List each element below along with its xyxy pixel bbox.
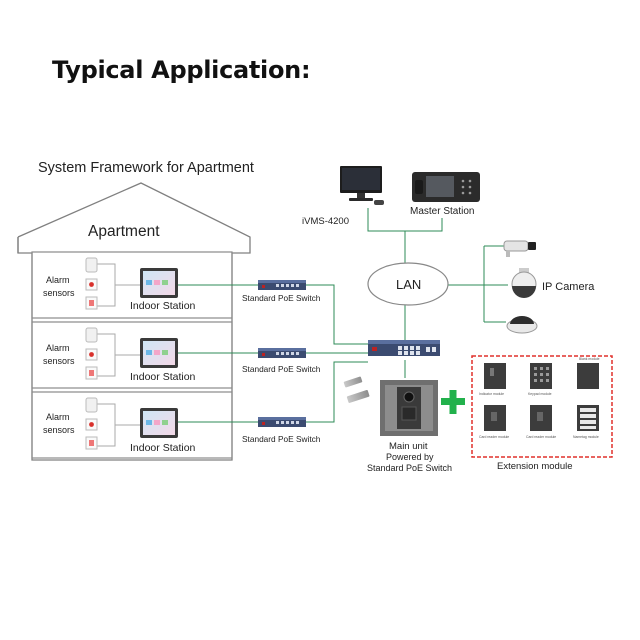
poe-switch-icon — [258, 348, 306, 358]
main-unit-line-1: Main unit — [389, 441, 428, 452]
alarm-label-1: Alarm — [46, 343, 70, 353]
lan-cloud — [367, 262, 449, 306]
indoor-station-label: Indoor Station — [130, 442, 196, 454]
lan-label: LAN — [396, 277, 421, 292]
module-caption: Keypad module — [528, 392, 552, 396]
dome-camera-icon — [506, 316, 538, 334]
card-reader-module-icon: Card reader module — [479, 405, 509, 439]
poe-switch-label: Standard PoE Switch — [242, 434, 321, 444]
indoor-station-label: Indoor Station — [130, 300, 196, 312]
apartment-label: Apartment — [88, 223, 160, 240]
main-unit-icon — [380, 380, 438, 436]
poe-switch-icon — [258, 280, 306, 290]
poe-switch-label: Standard PoE Switch — [242, 293, 321, 303]
floor-box-2 — [31, 321, 233, 389]
poe-switch-icon — [258, 417, 306, 427]
floor-box-3 — [31, 391, 233, 459]
framework-title: System Framework for Apartment — [38, 160, 254, 176]
link-switch-3 — [306, 361, 368, 423]
pir-sensor-icon — [85, 327, 98, 343]
bullet-camera-icon — [503, 240, 536, 257]
alarm-label-2: sensors — [43, 288, 75, 298]
network-links — [178, 208, 508, 423]
indoor-station-label: Indoor Station — [130, 371, 196, 383]
card-reader-module-icon: Card reader module — [526, 405, 556, 439]
extension-module-label: Extension module — [497, 461, 573, 472]
extension-modules: Indicator module Keypad module Blank mod… — [479, 357, 600, 439]
module-caption: Card reader module — [479, 435, 509, 439]
magnetic-lock-icon — [343, 376, 370, 403]
blank-module-icon: Blank module — [577, 357, 600, 389]
indicator-module-icon: Indicator module — [479, 363, 506, 396]
nametag-module-icon: Nametag module — [573, 405, 599, 439]
ip-camera-label: IP Camera — [542, 281, 595, 293]
master-station-icon — [412, 172, 480, 202]
main-unit-line-3: Standard PoE Switch — [367, 463, 452, 473]
module-caption: Card reader module — [526, 435, 556, 439]
keypad-module-icon: Keypad module — [528, 363, 552, 396]
alarm-label-1: Alarm — [46, 412, 70, 422]
page-title: Typical Application: — [52, 56, 311, 84]
plus-icon — [441, 390, 465, 414]
floor-2: Alarm sensors Indoor Station Standard Po… — [43, 327, 321, 383]
module-caption: Blank module — [579, 357, 600, 361]
link-switch-1 — [306, 284, 368, 345]
extension-module-frame — [471, 355, 613, 458]
pir-sensor-icon — [85, 257, 98, 273]
main-unit-line-2: Powered by — [386, 452, 434, 462]
alarm-label-1: Alarm — [46, 275, 70, 285]
central-poe-switch-icon — [368, 340, 440, 356]
master-station-label: Master Station — [410, 206, 474, 217]
module-caption: Indicator module — [479, 392, 504, 396]
computer-icon — [340, 166, 384, 205]
floor-1: Alarm sensors Indoor Station Standard Po… — [43, 257, 321, 312]
alarm-label-2: sensors — [43, 425, 75, 435]
pir-sensor-icon — [85, 397, 98, 413]
alarm-label-2: sensors — [43, 356, 75, 366]
module-caption: Nametag module — [573, 435, 599, 439]
poe-switch-label: Standard PoE Switch — [242, 364, 321, 374]
ivms-label: iVMS-4200 — [302, 216, 349, 227]
floor-3: Alarm sensors Indoor Station Standard Po… — [43, 397, 321, 454]
ptz-camera-icon — [511, 268, 537, 298]
